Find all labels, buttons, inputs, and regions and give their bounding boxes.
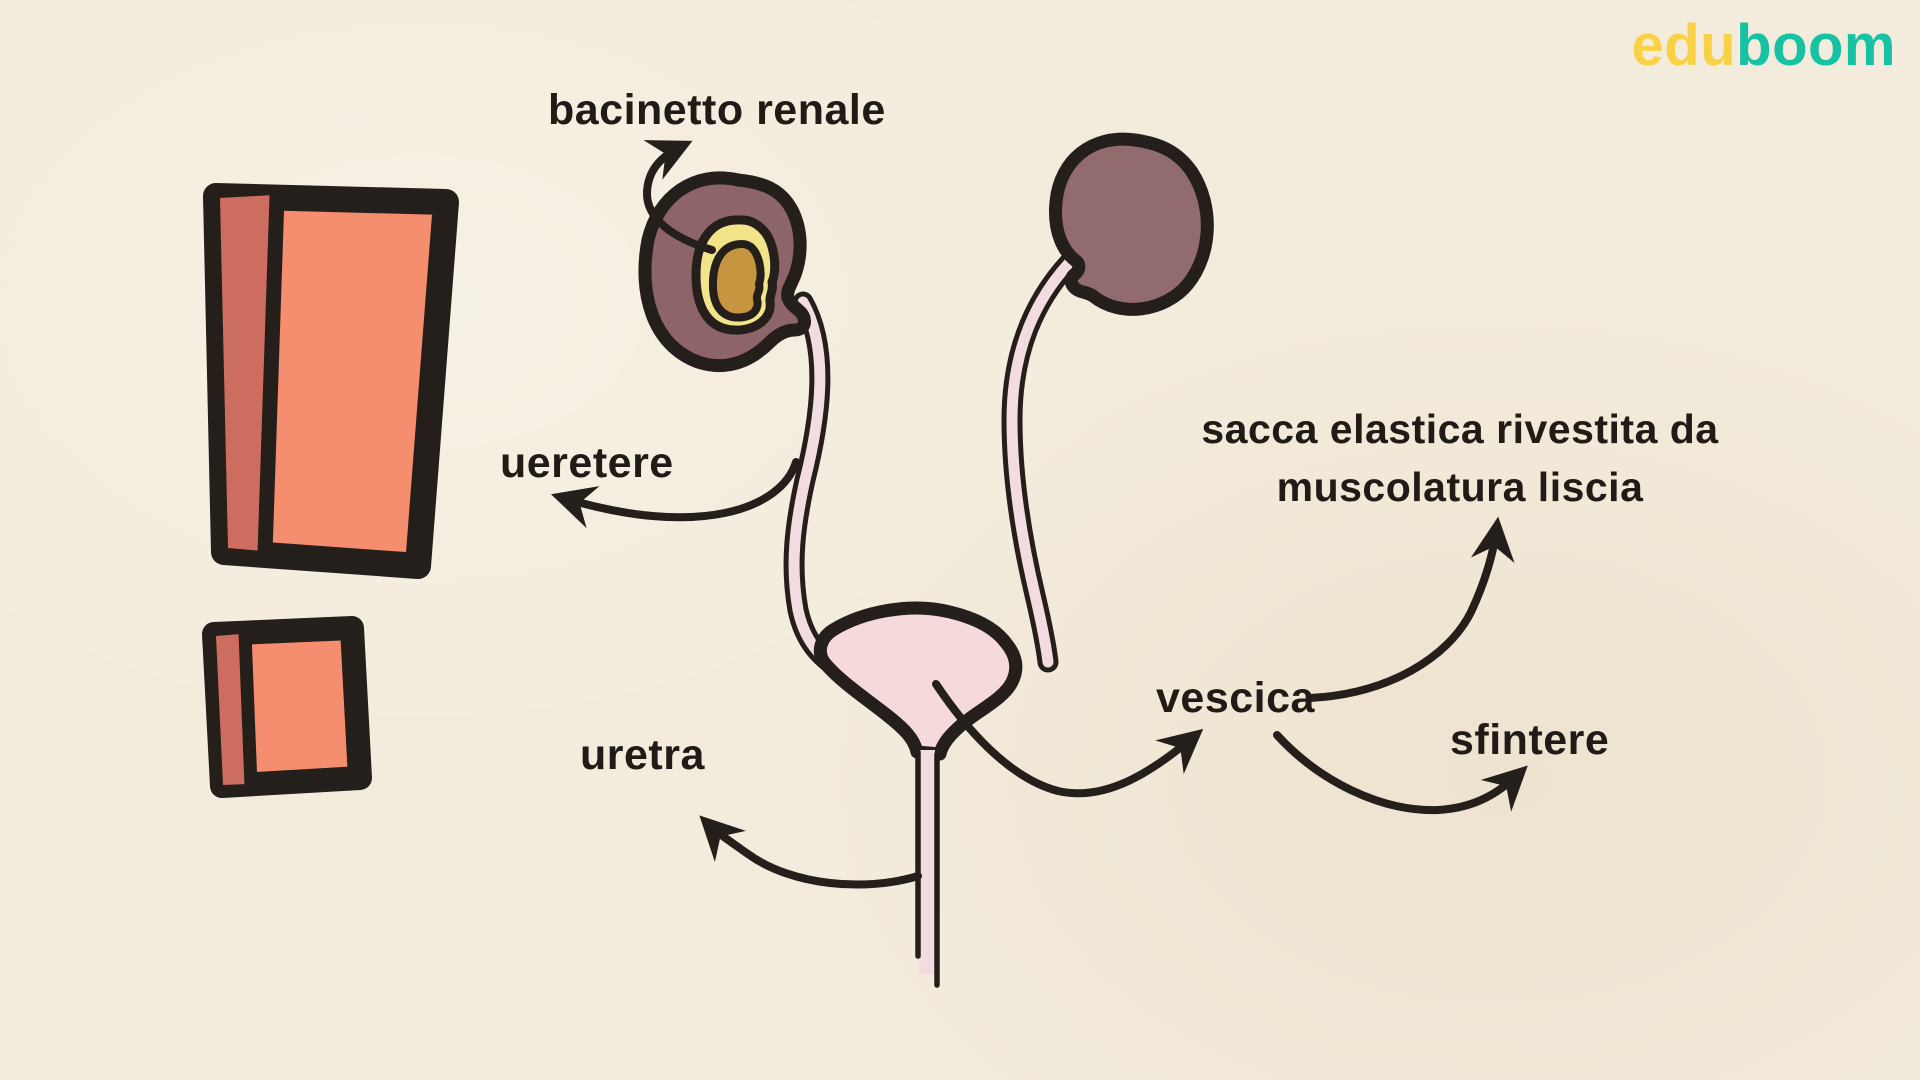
- label-sfintere: sfintere: [1450, 716, 1610, 764]
- label-sacca-elastica: sacca elastica rivestita da muscolatura …: [1170, 400, 1750, 516]
- left-kidney: [638, 171, 811, 372]
- exclamation-dot-stripe: [238, 626, 258, 793]
- right-kidney: [1049, 132, 1214, 316]
- logo-boom: boom: [1736, 13, 1896, 78]
- label-sacca-line2: muscolatura liscia: [1276, 464, 1644, 510]
- label-bacinetto-renale: bacinetto renale: [548, 86, 886, 134]
- urethra-tube: [915, 749, 940, 988]
- arrow-uretra: [699, 815, 922, 889]
- arrow-vescica: [932, 680, 1204, 798]
- exclamation-bar-shade: [220, 195, 274, 551]
- exclamation-dot-shade: [216, 634, 247, 785]
- renal-pelvis-center: [708, 240, 765, 322]
- logo-edu: edu: [1631, 13, 1737, 78]
- eduboom-logo: eduboom: [1632, 12, 1896, 79]
- arrow-ueretere: [550, 458, 800, 529]
- arrow-bacinetto-renale: [642, 140, 716, 254]
- arrow-sfintere: [1273, 731, 1528, 815]
- label-ueretere: ueretere: [500, 439, 674, 487]
- exclamation-bar-stripe: [257, 188, 285, 561]
- label-vescica: vescica: [1156, 674, 1315, 722]
- annotation-arrows: [550, 140, 1528, 889]
- left-ureter: [788, 296, 858, 682]
- right-ureter: [1006, 256, 1076, 668]
- arrow-sacca-elastica: [1306, 516, 1515, 702]
- ureters: [783, 251, 1081, 687]
- bladder: [813, 601, 1023, 761]
- label-uretra: uretra: [580, 731, 705, 779]
- exclamation-mark-icon: [202, 183, 459, 798]
- label-sacca-line1: sacca elastica rivestita da: [1201, 406, 1719, 452]
